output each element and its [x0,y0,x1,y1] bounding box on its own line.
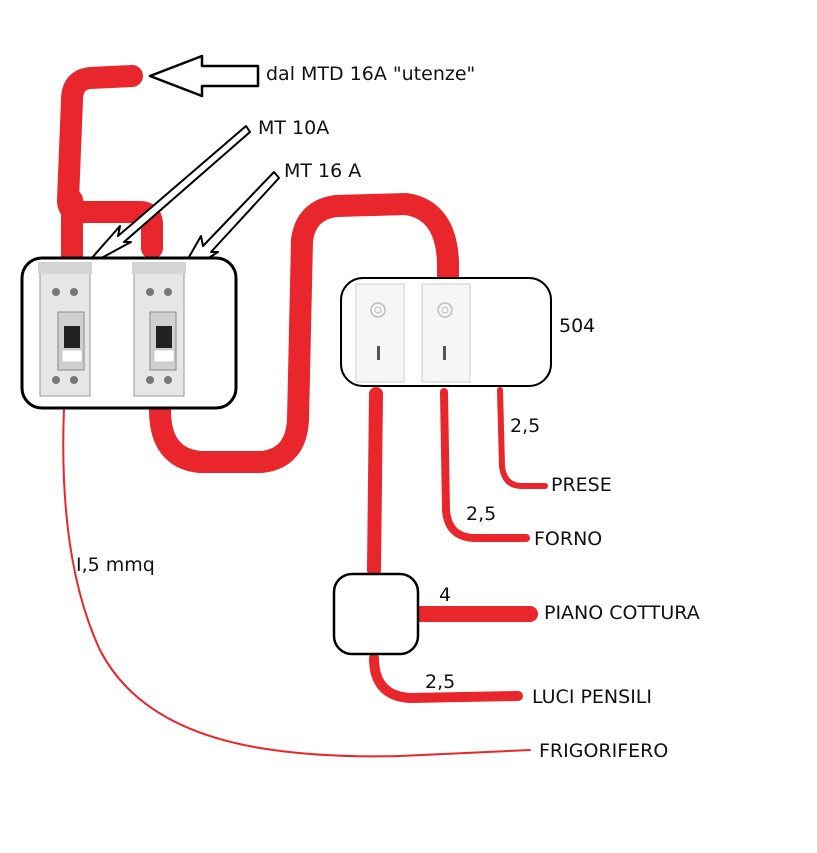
prese-gauge-label: 2,5 [510,415,541,437]
mt16-label: MT 16 A [284,160,362,182]
breaker-to-504-wire [149,193,459,473]
box-504-label: 504 [559,315,596,337]
breaker-mt16 [132,262,186,397]
breaker-mt10 [38,262,92,397]
piano-gauge-label: 4 [439,584,452,606]
source-label: dal MTD 16A "utenze" [266,63,476,85]
socket-module-2 [421,283,471,383]
frigorifero-wire [62,407,531,758]
mt10-label: MT 10A [258,117,330,139]
socket-module-1 [355,283,405,383]
prese-label: PRESE [551,474,612,496]
mt10-callout-arrow-icon [82,125,251,269]
frigorifero-label: FRIGORIFERO [539,740,669,762]
luci-gauge-label: 2,5 [425,671,456,693]
forno-gauge-label: 2,5 [466,503,497,525]
mt16-callout-arrow-icon [176,171,280,279]
luci-pensili-wire [369,653,523,703]
source-arrow-icon [148,54,260,98]
piano-cottura-label: PIANO COTTURA [544,602,700,624]
frigo-gauge-label: I,5 mmq [76,554,155,576]
504-to-junction-wire [367,387,383,577]
luci-pensili-label: LUCI PENSILI [532,686,652,708]
prese-wire [497,387,548,489]
forno-label: FORNO [534,528,603,550]
forno-wire [440,388,530,542]
junction-box [332,572,420,656]
